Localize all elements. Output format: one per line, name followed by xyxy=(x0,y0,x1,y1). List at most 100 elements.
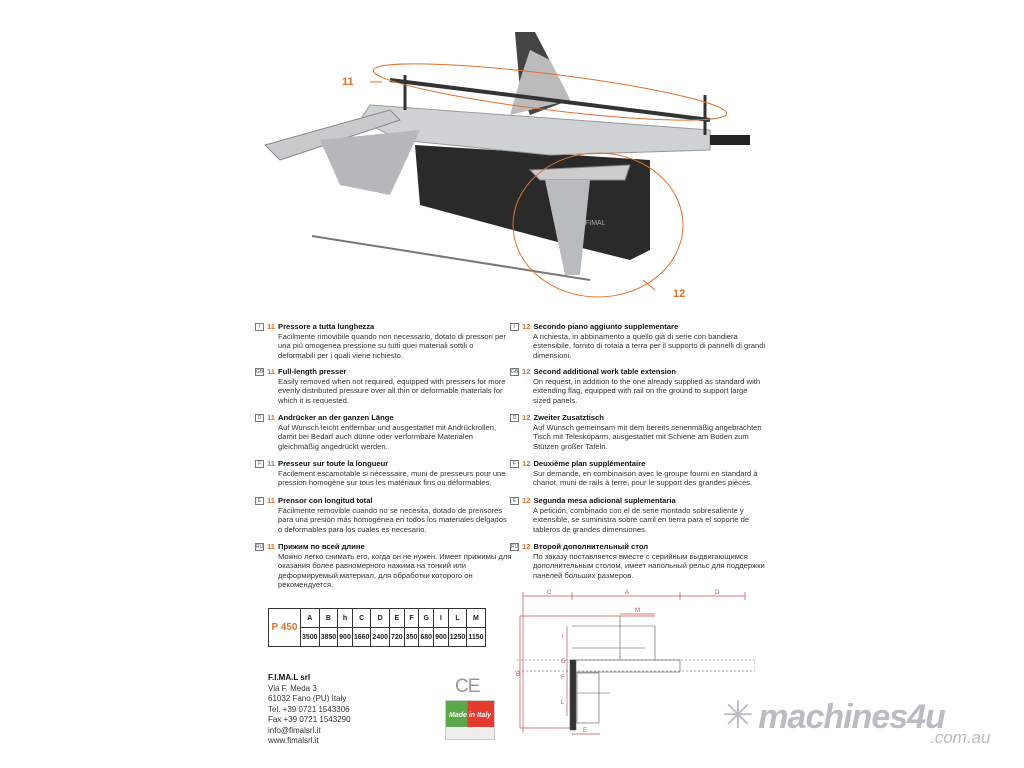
item-number: 11 xyxy=(267,322,276,331)
item-title: Presseur sur toute la longueur xyxy=(278,459,389,468)
header-cell: M xyxy=(466,608,486,628)
header-cell: D xyxy=(370,608,390,628)
value-cell: 1250 xyxy=(447,627,468,647)
value-cell: 1660 xyxy=(351,627,372,647)
language-flag-icon: I xyxy=(510,323,519,331)
language-flag-icon: D xyxy=(510,414,519,422)
value-cell: 900 xyxy=(433,627,449,647)
item-body: Fácilmente removible cuando no se necesi… xyxy=(278,505,507,534)
address-line: 61032 Fano (PU) Italy xyxy=(268,694,347,703)
machines4u-watermark: ✳ machines4u xyxy=(722,695,946,737)
made-in-italy-badge: Made in Italy xyxy=(445,700,495,740)
email-link[interactable]: info@fimalsrl.it xyxy=(268,725,321,735)
model-cell: P 450 xyxy=(268,608,301,647)
item-number: 12 xyxy=(522,496,531,505)
header-cell: I xyxy=(433,608,449,628)
item-body: Auf Wunsch leicht entfernbar und ausgest… xyxy=(278,422,497,451)
item-number: 12 xyxy=(522,322,531,331)
language-flag-icon: RU xyxy=(510,543,519,551)
dim-label-b: B xyxy=(516,672,520,678)
value-cell: 3500 xyxy=(300,627,320,647)
callout-11: 11 xyxy=(342,76,354,88)
item-title: Secondo piano aggiunto supplementare xyxy=(533,322,679,331)
dimensions-table: P 450 A B h C D E F G I L M 3500 3850 90… xyxy=(268,608,486,647)
item-number: 12 xyxy=(522,542,531,551)
item-number: 11 xyxy=(267,542,276,551)
language-flag-icon: E xyxy=(255,497,264,505)
dim-label-i: I xyxy=(562,634,564,640)
dim-label-m: M xyxy=(635,608,640,614)
language-flag-icon: I xyxy=(255,323,264,331)
phone: Tel. +39 0721 1543306 xyxy=(268,704,350,714)
value-cell: 720 xyxy=(389,627,405,647)
item-title: Second additional work table extension xyxy=(533,367,677,376)
machine-brand: FIMAL xyxy=(585,220,606,227)
header-cell: B xyxy=(318,608,339,628)
dimension-diagram: C A D M I G F B L E xyxy=(515,590,755,735)
language-flag-icon: D xyxy=(255,414,264,422)
ce-mark: CE xyxy=(455,676,480,697)
watermark-domain: .com.au xyxy=(930,728,991,747)
item-title: Второй дополнительный стол xyxy=(533,542,649,551)
item-body: Auf Wunsch gemeinsam mit dem bereits ser… xyxy=(533,422,762,451)
callout-12: 12 xyxy=(673,288,686,300)
dim-label-d: D xyxy=(715,590,720,596)
website-link[interactable]: www.fimalsrl.it xyxy=(268,736,319,745)
item-body: On request, in addition to the one alrea… xyxy=(533,376,761,405)
header-cell: E xyxy=(389,608,405,628)
dim-label-f: F xyxy=(561,675,565,681)
dim-label-c: C xyxy=(547,590,552,596)
dim-label-a: A xyxy=(625,590,629,596)
item-body: A richiesta, in abbinamento a quello già… xyxy=(533,331,766,360)
value-cell: 3850 xyxy=(318,627,339,647)
watermark-text: machines4u xyxy=(758,698,946,736)
header-cell: L xyxy=(447,608,468,628)
value-cell: 680 xyxy=(418,627,435,647)
machine-illustration: FIMAL xyxy=(264,32,750,298)
item-title: Deuxième plan supplémentaire xyxy=(533,459,646,468)
value-cell: 2400 xyxy=(370,627,390,647)
item-number: 11 xyxy=(267,459,276,468)
made-label: Made xyxy=(449,712,467,719)
language-flag-icon: E xyxy=(510,497,519,505)
table-header-row: P 450 A B h C D E F G I L M xyxy=(268,608,486,647)
value-cell: 900 xyxy=(337,627,353,647)
item-body: Facilement escamotable si nécessaire, mu… xyxy=(278,468,506,488)
snowflake-logo-icon: ✳ xyxy=(722,695,754,737)
item-number: 12 xyxy=(522,413,531,422)
language-flag-icon: F xyxy=(510,460,519,468)
item-number: 11 xyxy=(267,496,276,505)
item-number: 12 xyxy=(522,367,531,376)
fax: Fax +39 0721 1543290 xyxy=(268,715,351,724)
item-title: Prensor con longitud total xyxy=(278,496,373,505)
item-title: Zweiter Zusatztisch xyxy=(533,413,604,422)
language-flag-icon: RU xyxy=(255,543,264,551)
item-body: По заказу поставляется вместе с серийным… xyxy=(533,551,765,580)
dim-label-e: E xyxy=(583,728,587,734)
dim-label-l: L xyxy=(561,700,565,706)
value-cell: 1150 xyxy=(466,627,486,647)
item-title: Andrücker an der ganzen Länge xyxy=(278,413,394,422)
dim-label-g: G xyxy=(561,659,566,665)
language-flag-icon: GB xyxy=(510,368,519,376)
italy-label: Italy xyxy=(477,712,492,719)
company-address: F.I.MA.L srl Via F. Meda 3 61032 Fano (P… xyxy=(268,673,351,747)
header-cell: F xyxy=(403,608,420,628)
item-number: 11 xyxy=(267,367,276,376)
header-cell: A xyxy=(300,608,320,628)
item-title: Прижим по всей длине xyxy=(278,542,365,551)
company-name: F.I.MA.L srl xyxy=(268,673,311,682)
language-flag-icon: GB xyxy=(255,368,264,376)
item-body: Easily removed when not required, equipp… xyxy=(278,376,506,405)
table-value-row: 3500 3850 900 1660 2400 720 350 680 900 … xyxy=(269,627,486,647)
item-number: 11 xyxy=(267,413,276,422)
item-title: Segunda mesa adicional suplementaria xyxy=(533,496,676,505)
